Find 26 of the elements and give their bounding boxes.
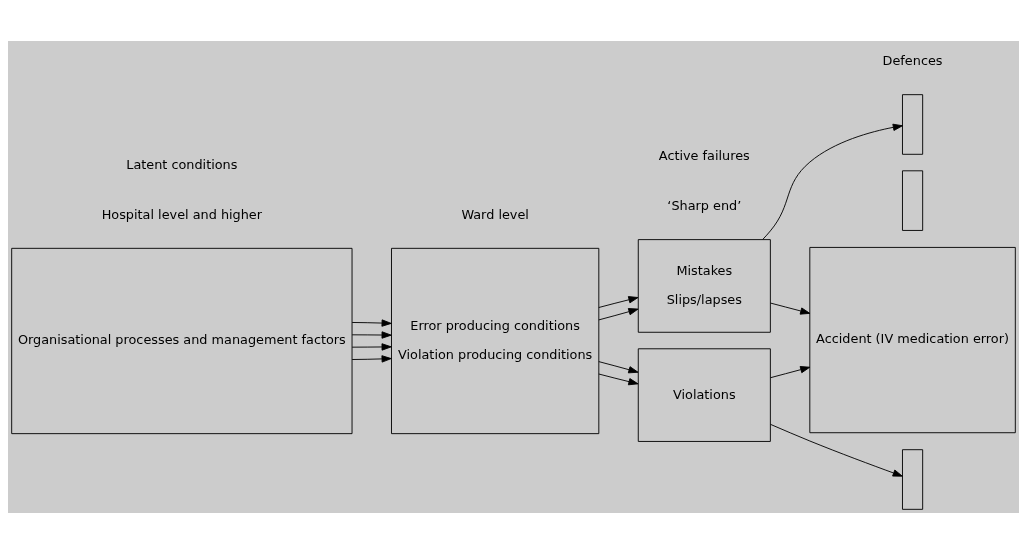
label: Defences xyxy=(882,52,943,68)
node-box: Violations xyxy=(637,348,771,442)
arrow xyxy=(770,423,903,477)
node-box: Organisational processes and management factors xyxy=(11,247,353,435)
node-box: Mistakes Slips/lapses xyxy=(637,239,771,333)
node-bar xyxy=(902,449,924,510)
arrow xyxy=(598,361,639,374)
arrow xyxy=(351,331,392,339)
label: ‘Sharp end’ xyxy=(667,197,742,213)
label: Active failures xyxy=(658,147,750,163)
node-bar xyxy=(902,94,924,155)
arrow xyxy=(770,302,811,315)
label: Hospital level and higher xyxy=(101,206,263,222)
arrow xyxy=(351,319,392,327)
node-box: Error producing conditions Violation producing conditions xyxy=(391,247,600,435)
arrow xyxy=(762,123,903,240)
arrow xyxy=(598,296,639,308)
arrow xyxy=(770,366,811,379)
arrow xyxy=(598,308,639,321)
label: Ward level xyxy=(461,206,529,222)
arrow xyxy=(351,343,392,351)
label: Latent conditions xyxy=(126,157,238,173)
arrow xyxy=(598,373,639,386)
node-box: Accident (IV medication error) xyxy=(809,246,1016,434)
node-bar xyxy=(902,170,924,231)
arrow xyxy=(351,355,392,363)
